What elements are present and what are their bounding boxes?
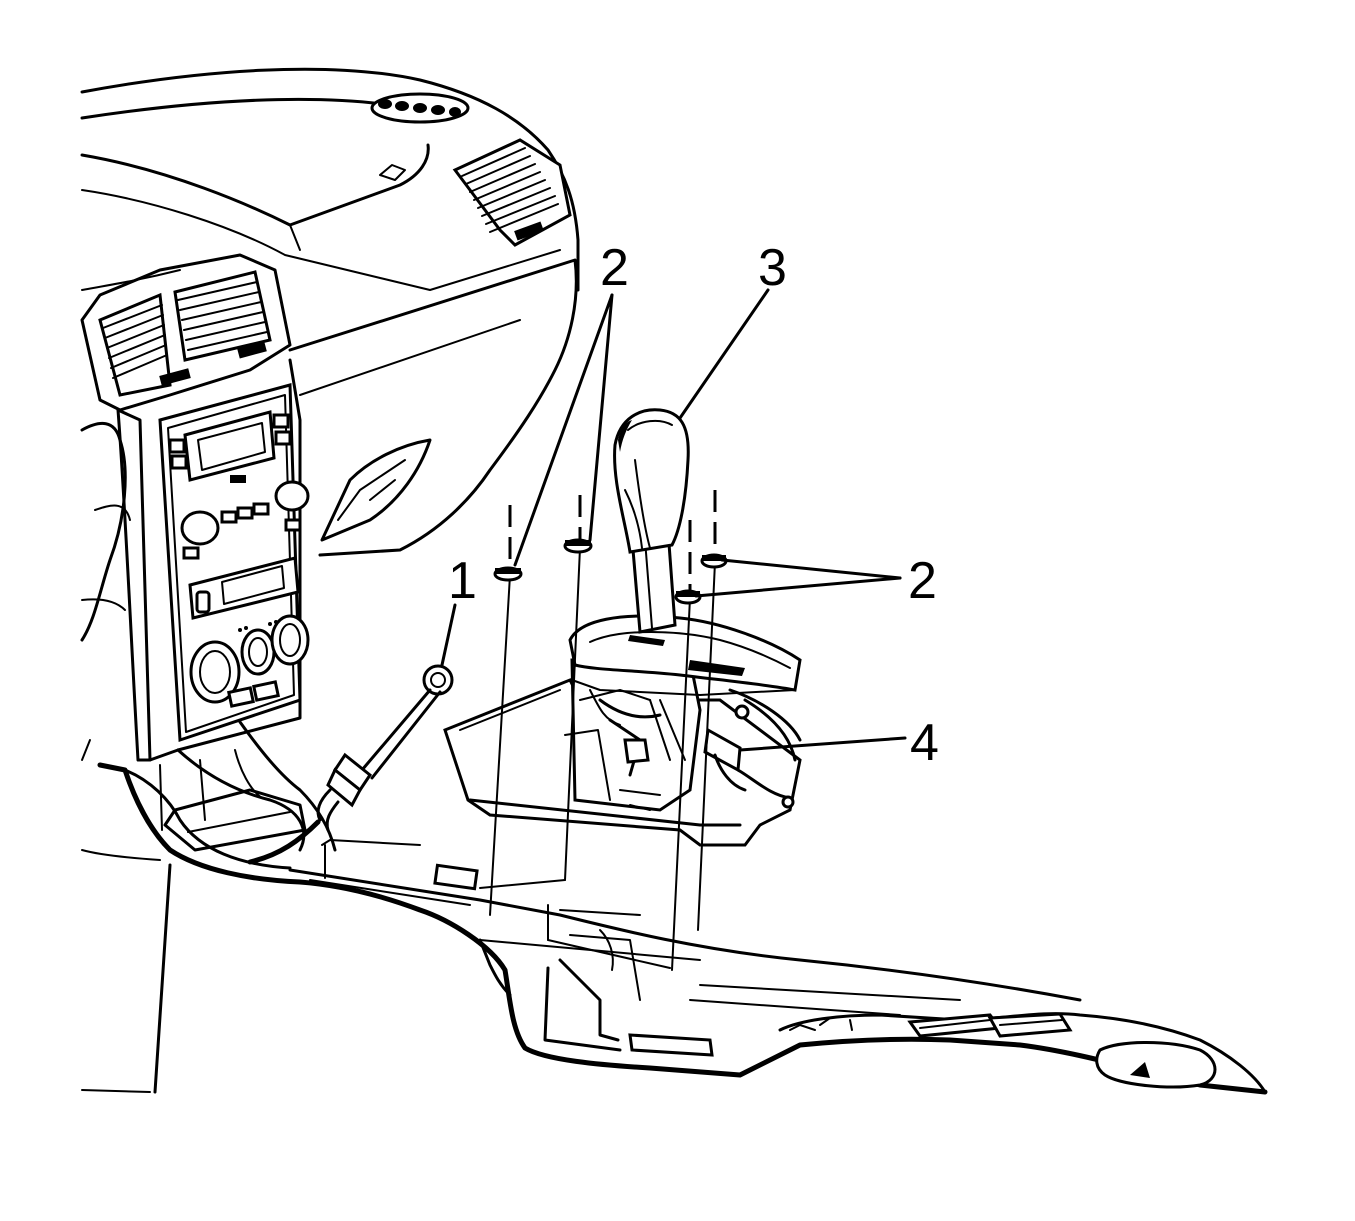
nut-left-rear bbox=[563, 538, 593, 554]
callout-1-label: 1 bbox=[448, 552, 477, 610]
callout-2-upper-label: 2 bbox=[600, 239, 629, 297]
callout-2-right-label: 2 bbox=[908, 552, 937, 610]
shifter-assembly bbox=[443, 408, 802, 847]
shift-cable bbox=[247, 664, 454, 865]
center-stack bbox=[80, 253, 310, 762]
instrument-panel bbox=[80, 67, 580, 1093]
callout-4-label: 4 bbox=[910, 714, 939, 772]
fastener-guide-lines bbox=[479, 490, 717, 971]
nut-left-front bbox=[493, 566, 523, 582]
callout-labels: 1 2 3 2 4 bbox=[448, 239, 939, 772]
floor-console bbox=[97, 720, 1268, 1095]
callout-3-label: 3 bbox=[758, 239, 787, 297]
leader-lines bbox=[153, 288, 907, 1094]
